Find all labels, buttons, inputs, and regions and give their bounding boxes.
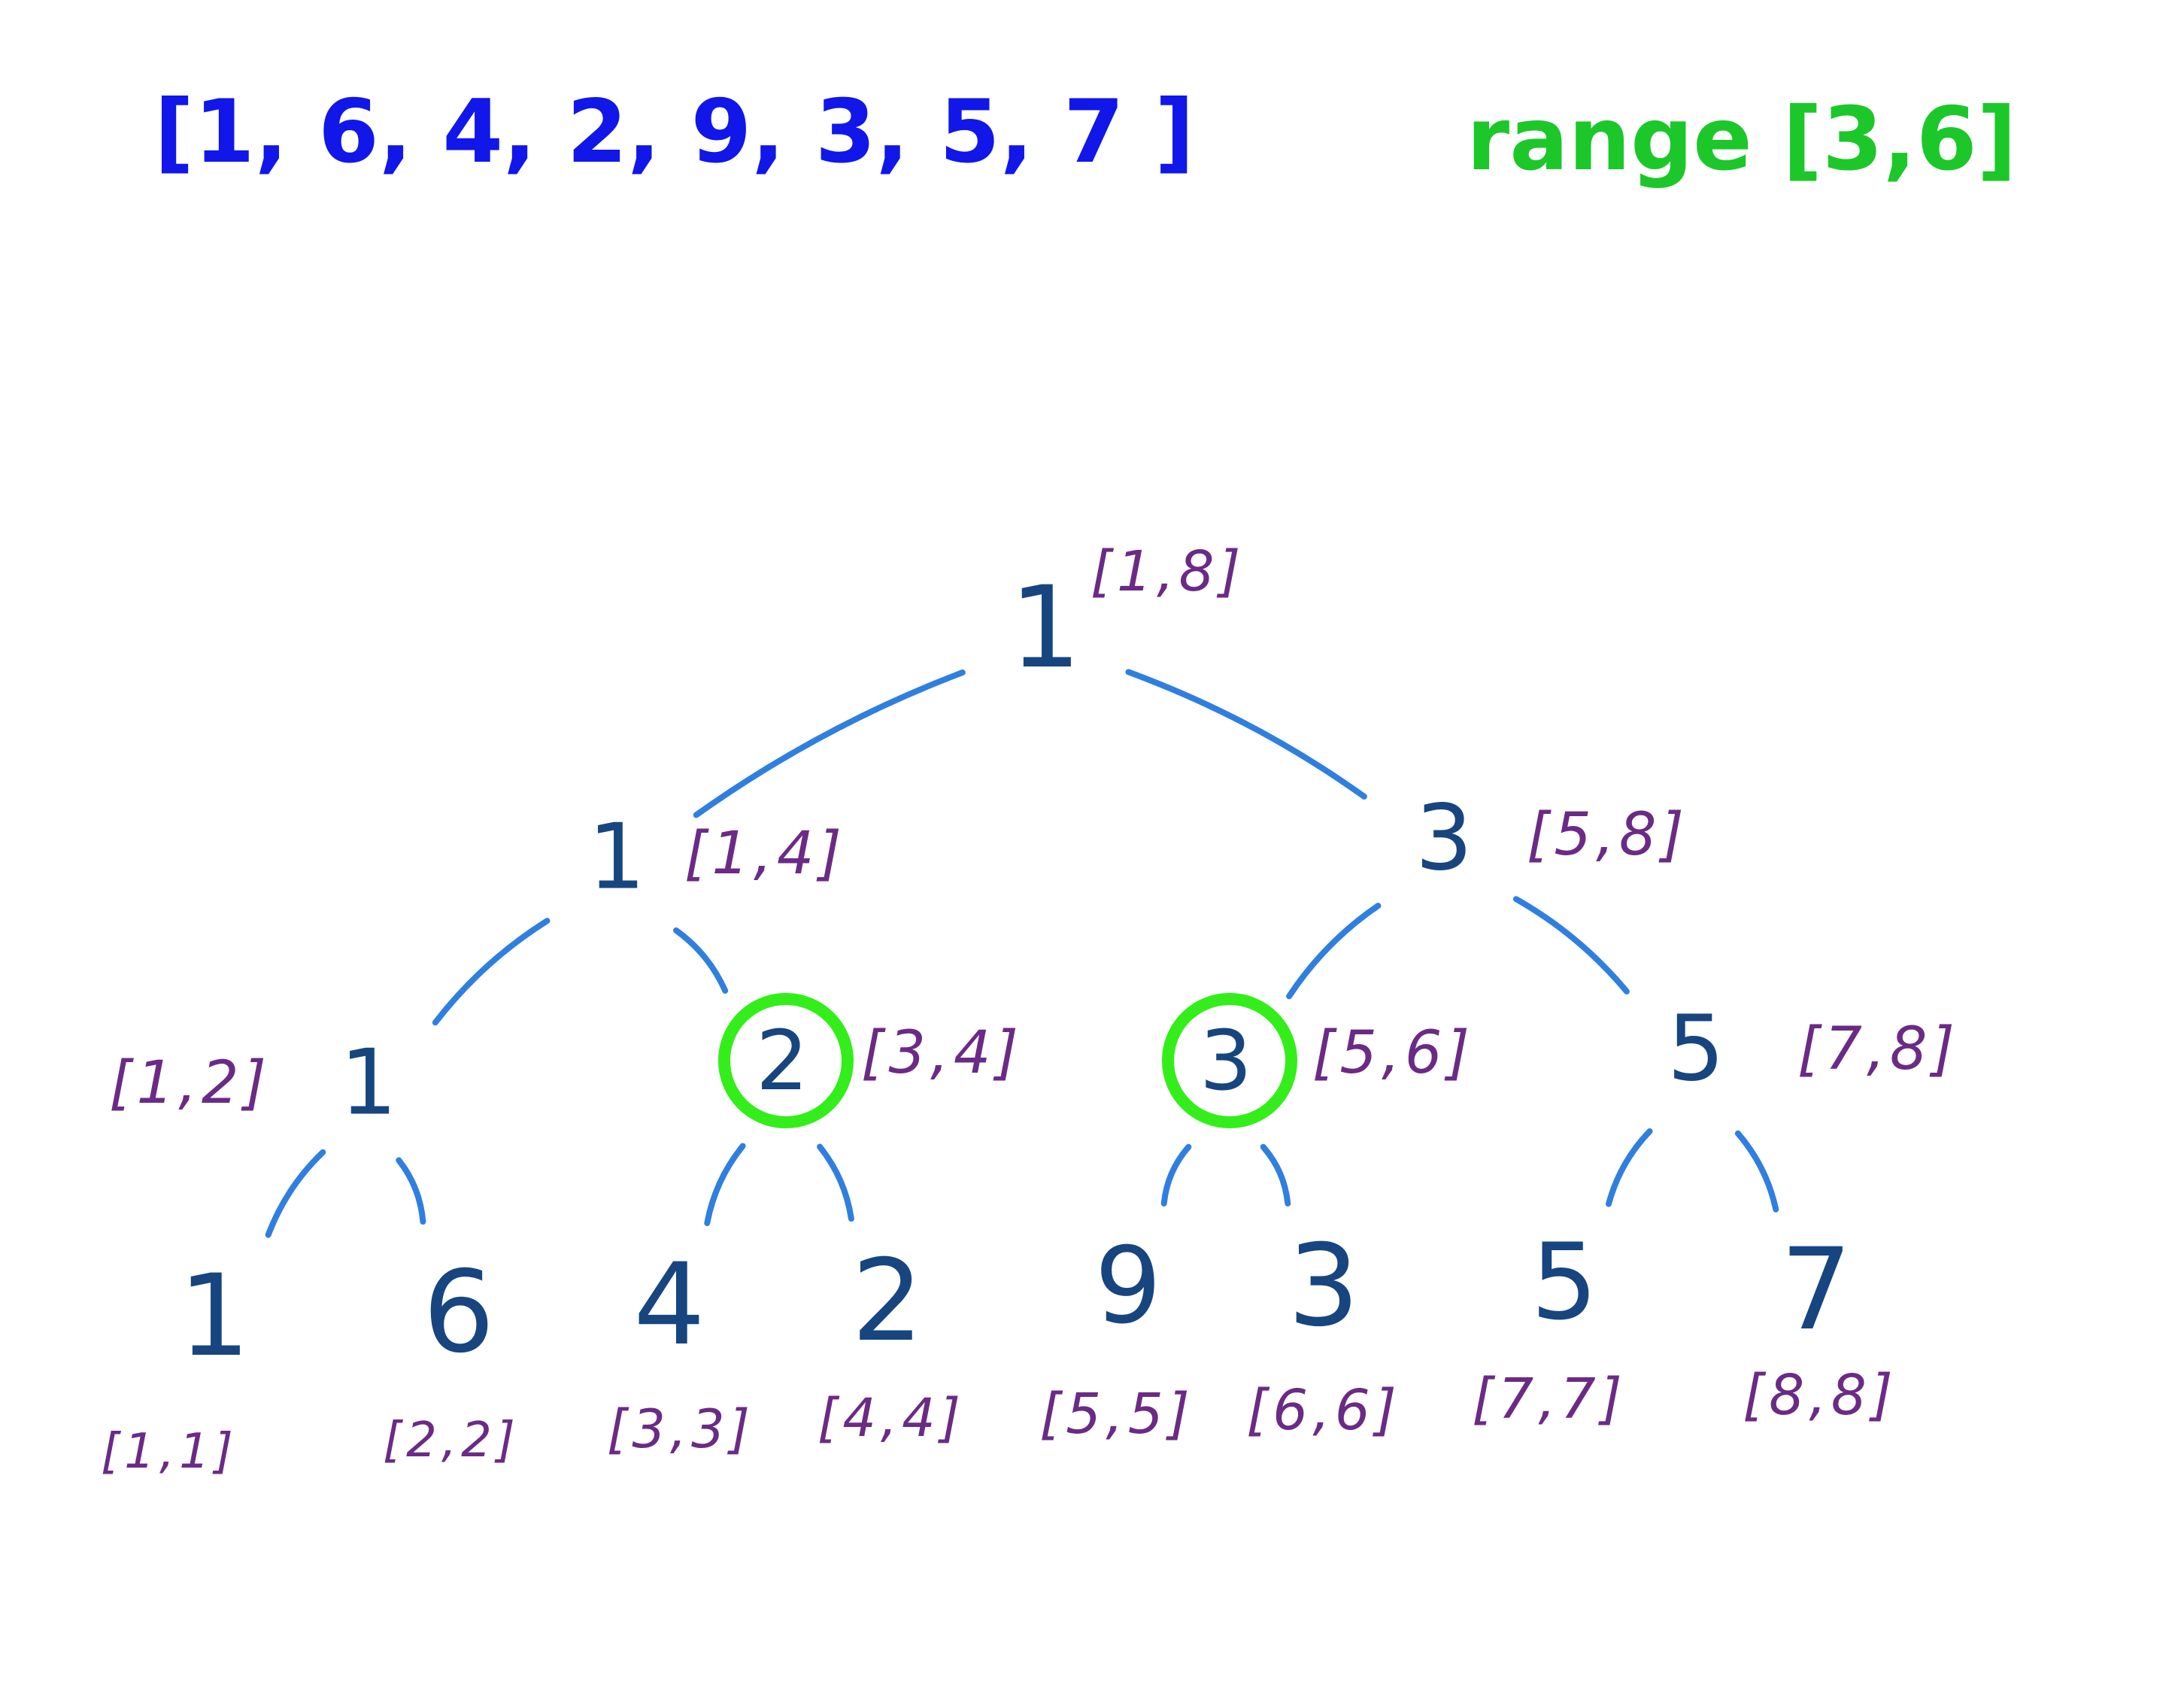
node-value-n14: 5	[1530, 1222, 1597, 1344]
node-value-n15: 7	[1780, 1225, 1852, 1356]
node-value-n8: 1	[178, 1251, 250, 1382]
node-value-n12: 9	[1094, 1225, 1161, 1348]
edge-n6-n12	[1160, 1143, 1192, 1207]
edge-n5-n10	[704, 1143, 746, 1226]
node-range-n1: [1,8]	[1090, 539, 1245, 604]
edge-n1-n2	[693, 669, 966, 818]
query-range-label: range [3,6]	[1467, 89, 2017, 190]
node-range-n4: [1,2]	[109, 1049, 271, 1117]
edge-n5-n11	[817, 1143, 854, 1222]
node-value-n10: 4	[633, 1240, 705, 1371]
node-range-n15: [8,8]	[1743, 1363, 1897, 1428]
edge-n4-n9	[396, 1157, 426, 1225]
edge-n3-n7	[1512, 896, 1630, 994]
node-value-n1: 1	[1009, 563, 1081, 694]
highlight-circle-n5	[718, 993, 854, 1128]
tree-highlights	[718, 993, 1297, 1128]
node-value-n11: 2	[851, 1236, 923, 1367]
node-value-n7: 5	[1667, 997, 1724, 1102]
edge-n6-n13	[1260, 1143, 1291, 1207]
node-range-n5: [3,4]	[861, 1019, 1023, 1087]
node-range-n6: [5,6]	[1312, 1019, 1474, 1087]
node-value-n6: 3	[1200, 1012, 1252, 1109]
node-value-n9: 6	[423, 1247, 494, 1378]
node-range-n13: [6,6]	[1246, 1378, 1400, 1443]
edge-n4-n8	[265, 1149, 326, 1238]
node-range-n14: [7,7]	[1472, 1367, 1626, 1431]
node-range-n10: [3,3]	[607, 1398, 754, 1460]
edge-n3-n6	[1286, 903, 1382, 1000]
tree-nodes: 1[1,8]1[1,4]3[5,8]1[1,2]2[3,4]3[5,6]5[7,…	[101, 539, 1959, 1480]
node-range-n2: [1,4]	[684, 820, 846, 888]
edge-n2-n4	[432, 918, 551, 1026]
node-range-n8: [1,1]	[101, 1424, 238, 1480]
edge-n7-n15	[1734, 1130, 1779, 1213]
edge-n1-n3	[1125, 669, 1367, 800]
node-value-n2: 1	[588, 806, 645, 910]
array-label: [1, 6, 4, 2, 9, 3, 5, 7 ]	[154, 81, 1195, 183]
highlight-circle-n6	[1162, 993, 1297, 1128]
edge-n2-n5	[673, 927, 729, 994]
node-range-n3: [5,8]	[1527, 801, 1688, 869]
tree-edges	[265, 669, 1779, 1238]
node-value-n13: 3	[1288, 1221, 1359, 1352]
node-value-n4: 1	[340, 1031, 397, 1136]
node-value-n5: 2	[756, 1012, 808, 1109]
node-range-n11: [4,4]	[817, 1387, 965, 1449]
node-value-n3: 3	[1415, 787, 1473, 891]
node-range-n7: [7,8]	[1797, 1016, 1959, 1083]
node-range-n12: [5,5]	[1039, 1382, 1194, 1447]
edge-n7-n14	[1606, 1128, 1653, 1207]
node-range-n9: [2,2]	[383, 1413, 520, 1468]
